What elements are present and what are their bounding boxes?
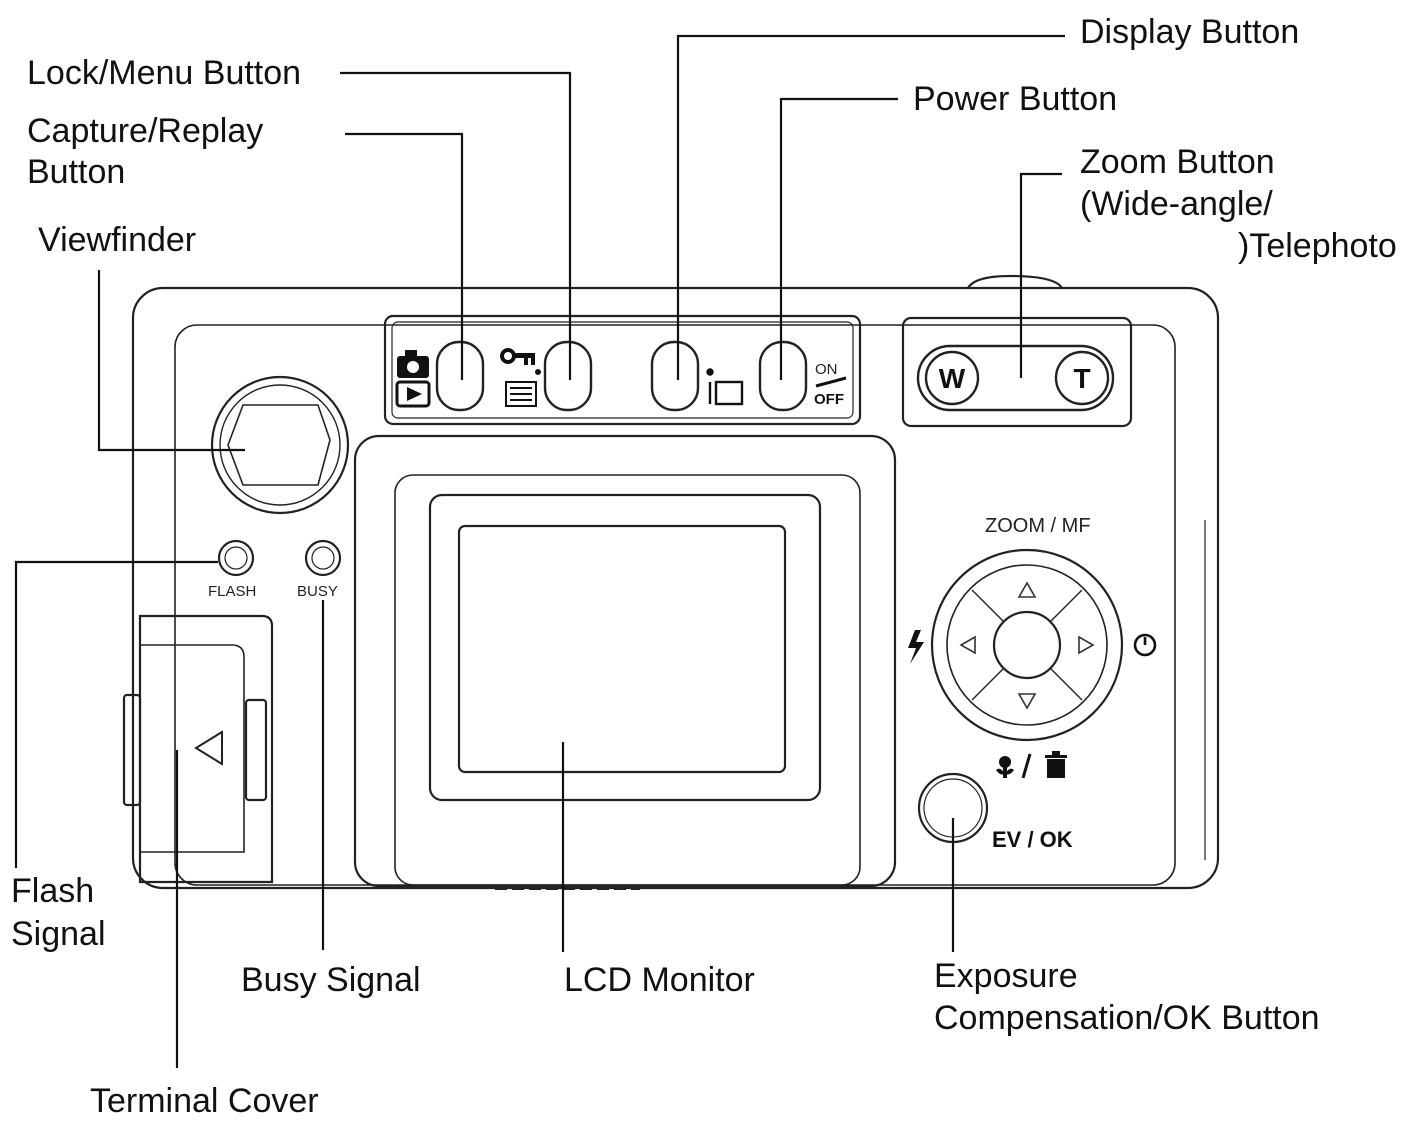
wide-mark: W bbox=[939, 363, 966, 394]
button-panel bbox=[383, 314, 862, 426]
macro-flower-icon bbox=[996, 756, 1014, 778]
label-busy: Busy Signal bbox=[241, 961, 421, 999]
zoom-panel bbox=[901, 316, 1133, 428]
on-mark: ON bbox=[815, 361, 838, 378]
label-terminal: Terminal Cover bbox=[90, 1082, 319, 1120]
flash-signal bbox=[217, 539, 255, 577]
leader-flash bbox=[14, 560, 218, 868]
leader-viewfinder bbox=[97, 270, 245, 452]
play-icon bbox=[395, 380, 431, 408]
label-lcd: LCD Monitor bbox=[564, 961, 755, 999]
label-flash-2: Signal bbox=[11, 915, 106, 953]
label-exposure-1: Exposure bbox=[934, 957, 1078, 995]
zoom-mf-mark: ZOOM / MF bbox=[985, 515, 1091, 537]
busy-mark: BUSY bbox=[297, 583, 338, 600]
label-zoom-3: )Telephoto bbox=[1238, 227, 1397, 265]
d-pad-center bbox=[992, 610, 1062, 680]
terminal-cover bbox=[138, 614, 274, 884]
lcd-bezel-outer bbox=[353, 434, 897, 888]
camera-body bbox=[131, 286, 1220, 890]
label-capture-replay-1: Capture/Replay bbox=[27, 112, 264, 150]
lcd-bezel bbox=[428, 493, 822, 802]
self-timer-icon bbox=[1133, 633, 1157, 657]
key-icon bbox=[500, 348, 535, 365]
camera-icon bbox=[397, 350, 429, 378]
flash-mark: FLASH bbox=[208, 583, 256, 600]
menu-icon bbox=[505, 369, 541, 407]
leader-power bbox=[779, 97, 898, 380]
display-icon bbox=[706, 368, 744, 406]
capture-replay-button bbox=[435, 340, 485, 412]
trash-icon bbox=[1045, 751, 1067, 778]
lcd-monitor bbox=[457, 524, 787, 774]
tele-mark: T bbox=[1073, 363, 1090, 394]
leader-zoom bbox=[1019, 172, 1062, 378]
label-flash-1: Flash bbox=[11, 872, 95, 910]
label-capture-replay-2: Button bbox=[27, 153, 126, 191]
label-viewfinder: Viewfinder bbox=[38, 221, 197, 259]
d-pad bbox=[930, 548, 1124, 742]
busy-signal bbox=[304, 539, 342, 577]
label-display: Display Button bbox=[1080, 13, 1300, 51]
display-button bbox=[650, 340, 700, 412]
zoom-wide-button bbox=[924, 350, 980, 406]
lock-menu-button bbox=[543, 340, 593, 412]
label-power: Power Button bbox=[913, 80, 1118, 118]
flash-bolt-icon bbox=[908, 630, 924, 664]
ev-ok-mark: EV / OK bbox=[992, 827, 1073, 852]
off-mark: OFF bbox=[814, 391, 844, 408]
label-exposure-2: Compensation/OK Button bbox=[934, 999, 1320, 1037]
label-lock-menu: Lock/Menu Button bbox=[27, 54, 302, 92]
leader-display bbox=[676, 34, 1065, 380]
zoom-rocker bbox=[916, 344, 1115, 412]
label-zoom-2: (Wide-angle/ bbox=[1080, 185, 1273, 223]
leader-lock-menu bbox=[340, 71, 572, 380]
viewfinder bbox=[210, 375, 350, 515]
power-button bbox=[758, 340, 808, 412]
zoom-tele-button bbox=[1054, 350, 1110, 406]
label-zoom-1: Zoom Button bbox=[1080, 143, 1275, 181]
leader-capture-replay bbox=[345, 132, 464, 380]
